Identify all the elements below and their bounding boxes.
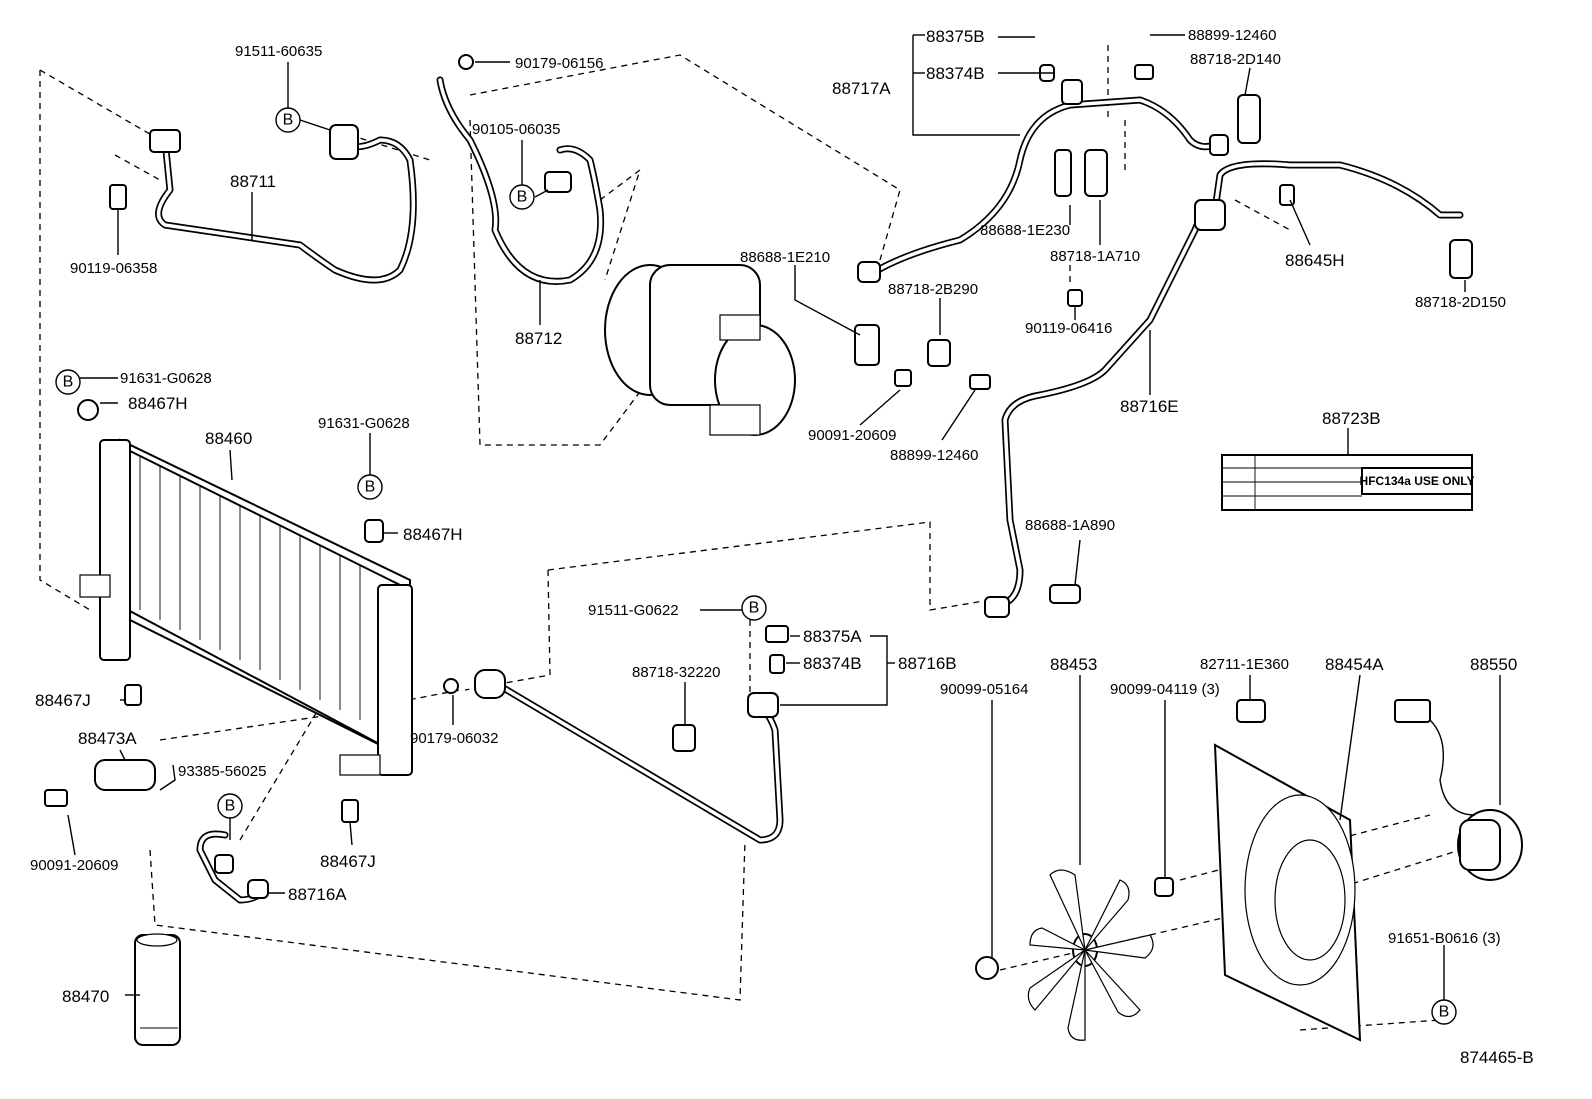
- leader-lines: [67, 34, 1501, 1000]
- pipe-88716A: [196, 830, 269, 904]
- part-label-88688-1A890: 88688-1A890: [1025, 517, 1115, 534]
- bubble-b-4-text: B: [365, 479, 376, 496]
- pipe-88716B: [474, 669, 784, 844]
- bubble-b-1-text: B: [283, 112, 294, 129]
- part-label-88460: 88460: [205, 429, 252, 448]
- part-label-88711: 88711: [230, 172, 276, 191]
- part-label-88718-2D150: 88718-2D150: [1415, 294, 1506, 311]
- bubble-b-7: B: [1431, 999, 1457, 1025]
- bubble-b-2-text: B: [517, 189, 528, 206]
- part-label-88467J-mid: 88467J: [320, 852, 376, 871]
- pipe-88712: [436, 76, 605, 285]
- fan-88453: [1027, 869, 1154, 1041]
- part-label-90099-05164: 90099-05164: [940, 681, 1028, 698]
- part-label-88473A: 88473A: [78, 729, 137, 748]
- part-label-88717A: 88717A: [832, 79, 891, 98]
- part-label-88375B: 88375B: [926, 27, 985, 46]
- part-label-88550: 88550: [1470, 655, 1517, 674]
- part-label-88374B-mid: 88374B: [803, 654, 862, 673]
- pipe-88711: [149, 124, 417, 284]
- part-label-90091-20609-mid: 90091-20609: [808, 427, 896, 444]
- part-label-88718-2D140: 88718-2D140: [1190, 51, 1281, 68]
- part-label-88718-32220: 88718-32220: [632, 664, 720, 681]
- part-label-88899-12460-mid: 88899-12460: [890, 447, 978, 464]
- part-label-88712: 88712: [515, 329, 562, 348]
- small-hardware: [44, 54, 1473, 980]
- part-label-88688-1E210: 88688-1E210: [740, 249, 830, 266]
- part-label-88467H-mid: 88467H: [403, 525, 463, 544]
- part-label-90119-06358: 90119-06358: [70, 260, 157, 277]
- bubble-b-7-text: B: [1439, 1004, 1450, 1021]
- pipe-88716E: [984, 160, 1464, 618]
- part-label-88375A: 88375A: [803, 627, 862, 646]
- part-label-91511-G0622: 91511-G0622: [588, 602, 679, 619]
- part-label-90119-06416: 90119-06416: [1025, 320, 1112, 337]
- part-label-88718-1A710: 88718-1A710: [1050, 248, 1140, 265]
- part-label-88470: 88470: [62, 987, 109, 1006]
- label-sticker-88723B: HFC134a USE ONLY: [1221, 454, 1475, 511]
- part-label-90179-06156: 90179-06156: [515, 55, 603, 72]
- bubble-b-3: B: [55, 369, 81, 395]
- part-label-88716B: 88716B: [898, 654, 957, 673]
- bubble-b-2: B: [509, 184, 535, 210]
- part-label-88374B-top: 88374B: [926, 64, 985, 83]
- part-label-91631-G0628-left: 91631-G0628: [120, 370, 212, 387]
- diagram-code: 874465-B: [1460, 1048, 1534, 1067]
- pipe-88717A: [857, 96, 1229, 283]
- label-sticker-text: HFC134a USE ONLY: [1360, 474, 1475, 488]
- bubble-b-6-text: B: [749, 600, 760, 617]
- part-label-90091-20609-left: 90091-20609: [30, 857, 118, 874]
- part-label-90105-06035: 90105-06035: [472, 121, 560, 138]
- part-label-93385-56025: 93385-56025: [178, 763, 266, 780]
- part-label-91631-G0628-mid: 91631-G0628: [318, 415, 410, 432]
- part-label-91651-B0616: 91651-B0616 (3): [1388, 930, 1501, 947]
- compressor: [604, 264, 796, 436]
- part-label-91511-60635: 91511-60635: [235, 43, 322, 60]
- fan-shroud-88454A: [1213, 743, 1362, 1042]
- part-labels: 91511-60635 88711 90119-06358 90179-0615…: [30, 27, 1534, 1067]
- bubble-b-3-text: B: [63, 374, 74, 391]
- part-label-88454A: 88454A: [1325, 655, 1384, 674]
- part-label-88716E: 88716E: [1120, 397, 1179, 416]
- bubble-b-5: B: [217, 793, 243, 819]
- part-label-88718-2B290: 88718-2B290: [888, 281, 978, 298]
- bubble-b-6: B: [741, 595, 767, 621]
- part-label-88716A: 88716A: [288, 885, 347, 904]
- condenser-fins: [139, 455, 361, 720]
- part-label-88899-12460-top: 88899-12460: [1188, 27, 1276, 44]
- part-label-88723B: 88723B: [1322, 409, 1381, 428]
- condenser-88460: [79, 438, 413, 776]
- part-label-90179-06032: 90179-06032: [410, 730, 498, 747]
- receiver-dryer-88470: [134, 933, 181, 1046]
- part-label-90099-04119: 90099-04119 (3): [1110, 681, 1220, 698]
- bubble-b-4: B: [357, 474, 383, 500]
- fan-motor-88550: [1394, 699, 1523, 881]
- part-label-82711-1E360: 82711-1E360: [1200, 656, 1289, 673]
- bubble-b-5-text: B: [225, 798, 236, 815]
- part-label-88453: 88453: [1050, 655, 1097, 674]
- part-label-88645H: 88645H: [1285, 251, 1345, 270]
- part-label-88467H-left: 88467H: [128, 394, 188, 413]
- part-label-88688-1E230: 88688-1E230: [980, 222, 1070, 239]
- part-label-88467J-left: 88467J: [35, 691, 91, 710]
- bubble-b-1: B: [275, 107, 301, 133]
